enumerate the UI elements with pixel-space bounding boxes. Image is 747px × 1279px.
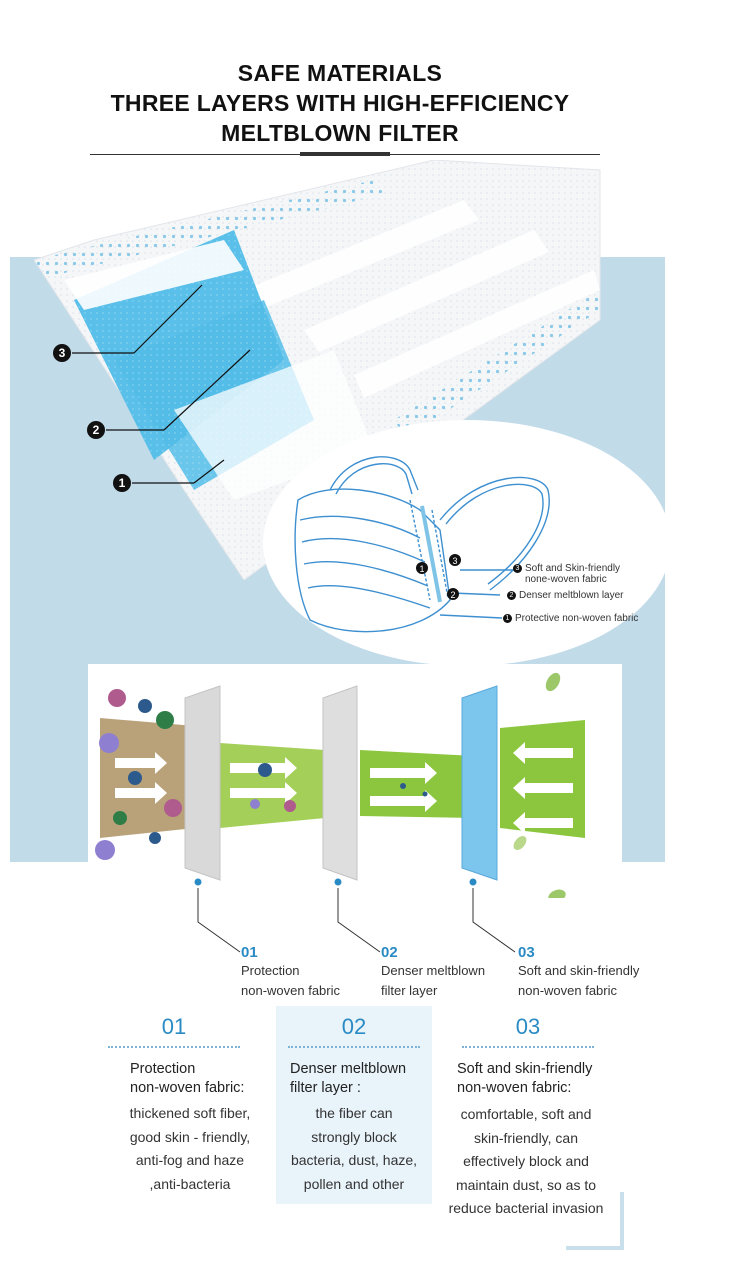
column-2: 02 bbox=[288, 1014, 420, 1048]
column-1: 01 bbox=[108, 1014, 240, 1048]
filter-step-2-line-2: filter layer bbox=[381, 983, 438, 998]
column-3-heading-line-2: non-woven fabric: bbox=[457, 1080, 572, 1096]
step-leader-lines bbox=[197, 888, 516, 953]
svg-text:3: 3 bbox=[452, 556, 457, 566]
mask-callout-1: 1 Protective non-woven fabric bbox=[503, 613, 638, 624]
filter-step-2-num: 02 bbox=[381, 944, 398, 961]
title-line-3: MELTBLOWN FILTER bbox=[221, 120, 459, 146]
column-3-body-line-4: maintain dust, so as to bbox=[455, 1176, 597, 1193]
column-3-heading: Soft and skin-friendly non-woven fabric: bbox=[457, 1060, 592, 1098]
mask-callout-2: 2 Denser meltblown layer bbox=[507, 590, 624, 601]
column-2-num: 02 bbox=[341, 1014, 367, 1039]
marker-2: 2 bbox=[87, 421, 105, 439]
column-1-heading-line-1: Protection bbox=[130, 1061, 196, 1077]
column-2-body-line-4: pollen and other bbox=[303, 1175, 405, 1192]
svg-text:2: 2 bbox=[450, 590, 455, 600]
filter-diagram bbox=[95, 672, 585, 898]
column-2-heading-line-2: filter layer : bbox=[290, 1080, 361, 1096]
column-2-body-line-3: bacteria, dust, haze, bbox=[290, 1152, 418, 1168]
filter-step-3-line-2: non-woven fabric bbox=[518, 983, 617, 998]
column-2-divider bbox=[288, 1046, 420, 1048]
column-2-body: the fiber can strongly block bacteria, d… bbox=[282, 1102, 426, 1196]
callout-1-text: Protective non-woven fabric bbox=[515, 613, 639, 624]
column-1-divider bbox=[108, 1046, 240, 1048]
column-1-heading-line-2: non-woven fabric: bbox=[130, 1080, 245, 1096]
column-2-body-line-2: strongly block bbox=[311, 1128, 397, 1145]
corner-bracket-vertical bbox=[620, 1192, 624, 1250]
column-1-body-line-2: good skin - friendly, bbox=[129, 1128, 251, 1145]
column-1-body: thickened soft fiber, good skin - friend… bbox=[118, 1102, 262, 1196]
column-2-body-line-1: the fiber can bbox=[315, 1105, 393, 1121]
filter-step-1-line-1: Protection bbox=[241, 963, 300, 978]
virus-icon bbox=[95, 689, 428, 860]
mask-callout-3: 3 Soft and Skin-friendly none-woven fabr… bbox=[513, 563, 620, 585]
filter-step-3-num: 03 bbox=[518, 944, 535, 961]
column-2-highlight bbox=[276, 1006, 432, 1204]
fabric-layers-photo bbox=[34, 160, 601, 580]
column-3-body-line-3: effectively block and bbox=[463, 1153, 589, 1169]
title-line-2: THREE LAYERS WITH HIGH-EFFICIENCY bbox=[110, 90, 570, 116]
mask-illustration: 3 2 1 bbox=[294, 456, 550, 633]
svg-text:1: 1 bbox=[419, 564, 424, 574]
filter-step-1: 01 Protection non-woven fabric bbox=[241, 944, 340, 1001]
filter-step-2-line-1: Denser meltblown bbox=[381, 963, 486, 978]
filter-step-1-line-2: non-woven fabric bbox=[241, 983, 340, 998]
column-3-num: 03 bbox=[515, 1014, 541, 1039]
callout-3-line-1: Soft and Skin-friendly bbox=[525, 563, 621, 574]
title-divider-accent bbox=[300, 152, 390, 156]
column-1-num: 01 bbox=[161, 1014, 187, 1039]
column-2-heading: Denser meltblown filter layer : bbox=[290, 1060, 406, 1098]
callout-badge-3: 3 bbox=[513, 564, 522, 573]
page-title: SAFE MATERIALS THREE LAYERS WITH HIGH-EF… bbox=[0, 58, 680, 148]
filter-step-3-line-1: Soft and skin-friendly bbox=[518, 963, 640, 978]
column-3-body-line-5: reduce bacterial invasion bbox=[448, 1200, 604, 1216]
filter-step-1-num: 01 bbox=[241, 944, 258, 961]
column-1-body-line-4: ,anti-bacteria bbox=[149, 1175, 231, 1192]
marker-1: 1 bbox=[113, 474, 131, 492]
column-3: 03 bbox=[462, 1014, 594, 1048]
column-3-divider bbox=[462, 1046, 594, 1048]
marker-3: 3 bbox=[53, 344, 71, 362]
column-1-body-line-1: thickened soft fiber, bbox=[129, 1105, 251, 1121]
callout-badge-1: 1 bbox=[503, 614, 512, 623]
callout-badge-2: 2 bbox=[507, 591, 516, 600]
callout-2-text: Denser meltblown layer bbox=[519, 590, 624, 601]
filter-step-3: 03 Soft and skin-friendly non-woven fabr… bbox=[518, 944, 639, 1001]
column-1-body-line-3: anti-fog and haze bbox=[135, 1152, 245, 1168]
column-2-heading-line-1: Denser meltblown bbox=[290, 1061, 407, 1077]
callout-3-line-2: none-woven fabric bbox=[525, 574, 607, 585]
column-3-body-line-2: skin-friendly, can bbox=[473, 1129, 578, 1146]
column-3-body-line-1: comfortable, soft and bbox=[460, 1106, 592, 1122]
column-1-heading: Protection non-woven fabric: bbox=[130, 1060, 244, 1098]
filter-step-2: 02 Denser meltblown filter layer bbox=[381, 944, 485, 1001]
column-3-body: comfortable, soft and skin-friendly, can… bbox=[440, 1103, 612, 1221]
title-line-1: SAFE MATERIALS bbox=[237, 60, 443, 86]
leaf-icon bbox=[513, 672, 566, 898]
corner-bracket-horizontal bbox=[566, 1246, 624, 1250]
mask-illustration-oval bbox=[263, 420, 671, 666]
column-3-heading-line-1: Soft and skin-friendly bbox=[457, 1061, 593, 1077]
